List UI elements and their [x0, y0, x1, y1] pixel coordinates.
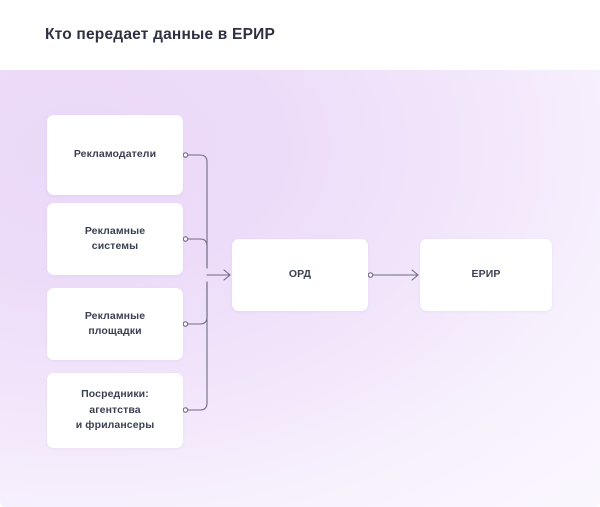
node-erir-label: ЕРИР	[471, 268, 501, 281]
diagram-canvas: Рекламодатели Рекламные системы Рекламны…	[0, 70, 600, 507]
connector-dot-adplatforms	[182, 321, 189, 327]
node-advertisers[interactable]: Рекламодатели	[47, 115, 183, 195]
node-brokers[interactable]: Посредники: агентства и фрилансеры	[47, 373, 183, 448]
node-erir[interactable]: ЕРИР	[420, 239, 552, 311]
edge-advertisers-to-ord	[187, 154, 208, 269]
node-brokers-label: Посредники: агентства и фрилансеры	[75, 388, 155, 432]
edge-adplatforms-to-ord	[187, 281, 208, 325]
arrowhead-into-ord	[223, 269, 231, 281]
arrowhead-into-erir	[411, 269, 419, 281]
node-ad-platforms-label: Рекламные площадки	[84, 309, 146, 338]
card-header: Кто передает данные в ЕРИР	[0, 0, 600, 70]
connector-dot-ord	[367, 272, 374, 278]
node-ad-systems[interactable]: Рекламные системы	[47, 203, 183, 275]
node-ord-label: ОРД	[288, 268, 312, 281]
node-advertisers-label: Рекламодатели	[73, 148, 157, 161]
connector-dot-adsystems	[182, 236, 189, 242]
page-title: Кто передает данные в ЕРИР	[45, 26, 276, 43]
node-ad-systems-label: Рекламные системы	[84, 224, 146, 253]
connector-dot-advertisers	[182, 152, 189, 158]
edge-adsystems-to-ord	[187, 238, 208, 269]
node-ad-platforms[interactable]: Рекламные площадки	[47, 288, 183, 360]
edge-brokers-to-ord	[187, 281, 208, 411]
node-ord[interactable]: ОРД	[232, 239, 368, 311]
connector-dot-brokers	[182, 407, 189, 413]
